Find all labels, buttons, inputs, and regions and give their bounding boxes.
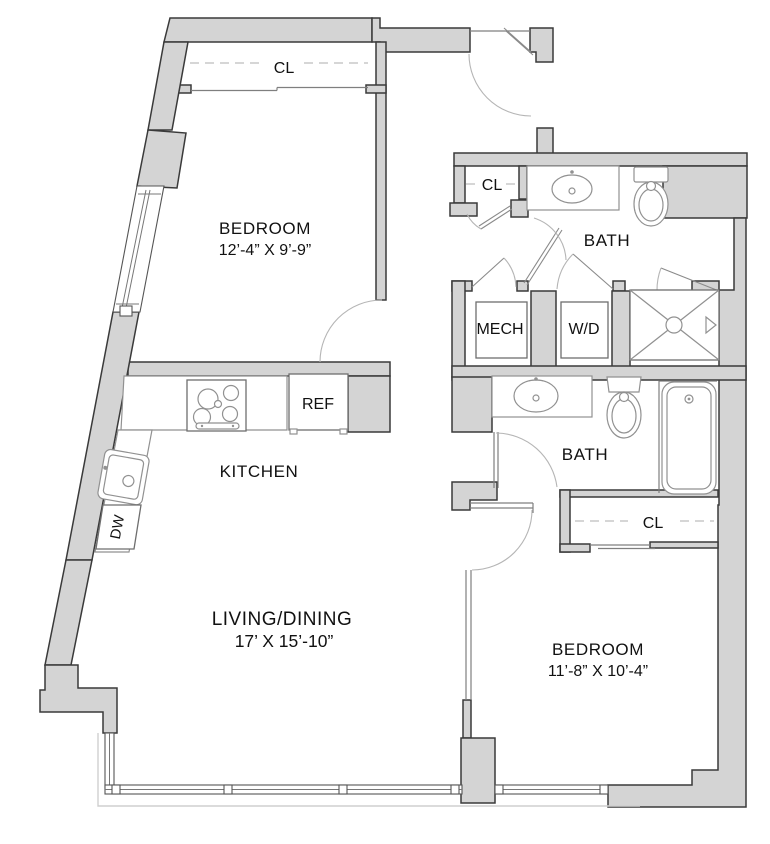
bedroom2-dims: 11’-8” X 10’-4”	[548, 663, 648, 680]
bedroom1-dims: 12’-4” X 9’-9”	[219, 242, 311, 259]
label-layer: CL BEDROOM 12’-4” X 9’-9” CL BATH MECH W…	[108, 60, 664, 680]
bath2-label: BATH	[562, 445, 608, 464]
door-layer	[319, 27, 720, 571]
dishwasher	[95, 504, 142, 550]
mech-unit	[475, 301, 528, 359]
partition-layer	[191, 30, 717, 700]
living-dims: 17’ X 15’-10”	[235, 631, 334, 651]
closet2-label: CL	[643, 515, 664, 532]
entry-closet-door	[466, 205, 513, 230]
entry-door	[468, 27, 534, 117]
kitchen-label: KITCHEN	[220, 462, 299, 481]
closet-top-label: CL	[274, 60, 295, 77]
wall-layer	[39, 17, 748, 808]
bedroom2-door	[471, 509, 533, 571]
shower-door	[656, 267, 720, 292]
wd-unit	[560, 301, 609, 359]
refrigerator	[288, 373, 349, 435]
bathtub	[661, 381, 717, 495]
entry-closet-label: CL	[482, 177, 503, 194]
bath1-toilet	[633, 166, 669, 227]
living-label: LIVING/DINING	[212, 609, 353, 630]
ref-label: REF	[302, 396, 334, 413]
wd-label: W/D	[568, 321, 599, 338]
bedroom2-label: BEDROOM	[552, 640, 644, 659]
dw-label: DW	[108, 514, 128, 541]
balcony-line	[97, 733, 640, 807]
wd-door	[556, 253, 614, 290]
mech-label: MECH	[476, 321, 523, 338]
window-layer	[97, 185, 640, 807]
bath2-vanity-sink	[491, 375, 593, 418]
kitchen-sink	[97, 448, 150, 506]
stove	[186, 379, 247, 432]
bedroom1-label: BEDROOM	[219, 219, 311, 238]
bath1-label: BATH	[584, 231, 630, 250]
bath2-door	[495, 432, 558, 488]
shower	[629, 289, 720, 361]
bath1-vanity-sink	[526, 165, 620, 211]
bedroom1-door	[319, 299, 383, 363]
bath1-door	[523, 217, 567, 286]
bath2-toilet	[606, 376, 642, 439]
fixture-layer	[94, 165, 720, 553]
mech-door	[471, 257, 517, 288]
